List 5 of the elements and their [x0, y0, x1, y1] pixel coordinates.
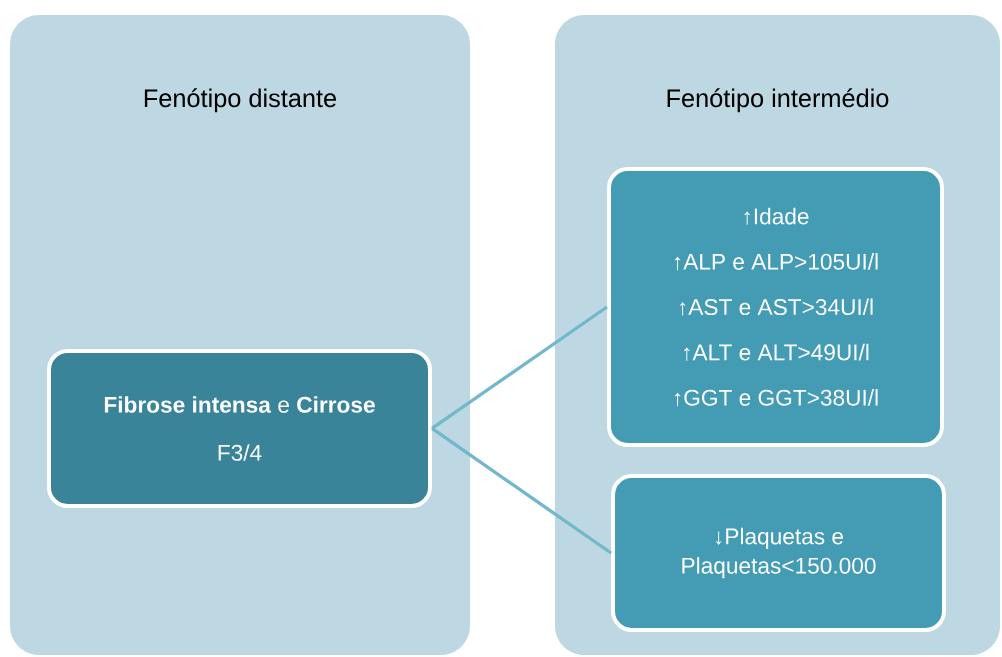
process-box: ↓Plaquetas e Plaquetas<150.000: [611, 474, 946, 632]
process-box: Fibrose intensa e Cirrose F3/4: [46, 349, 433, 508]
process-box: ↑Idade ↑ALP e ALP>105UI/l ↑AST e AST>34UI/l ↑ALT e ALT>49UI/l ↑GGT e GGT>38UI/l: [606, 167, 945, 447]
connector-line: [431, 427, 612, 555]
connector-line: [431, 305, 608, 430]
